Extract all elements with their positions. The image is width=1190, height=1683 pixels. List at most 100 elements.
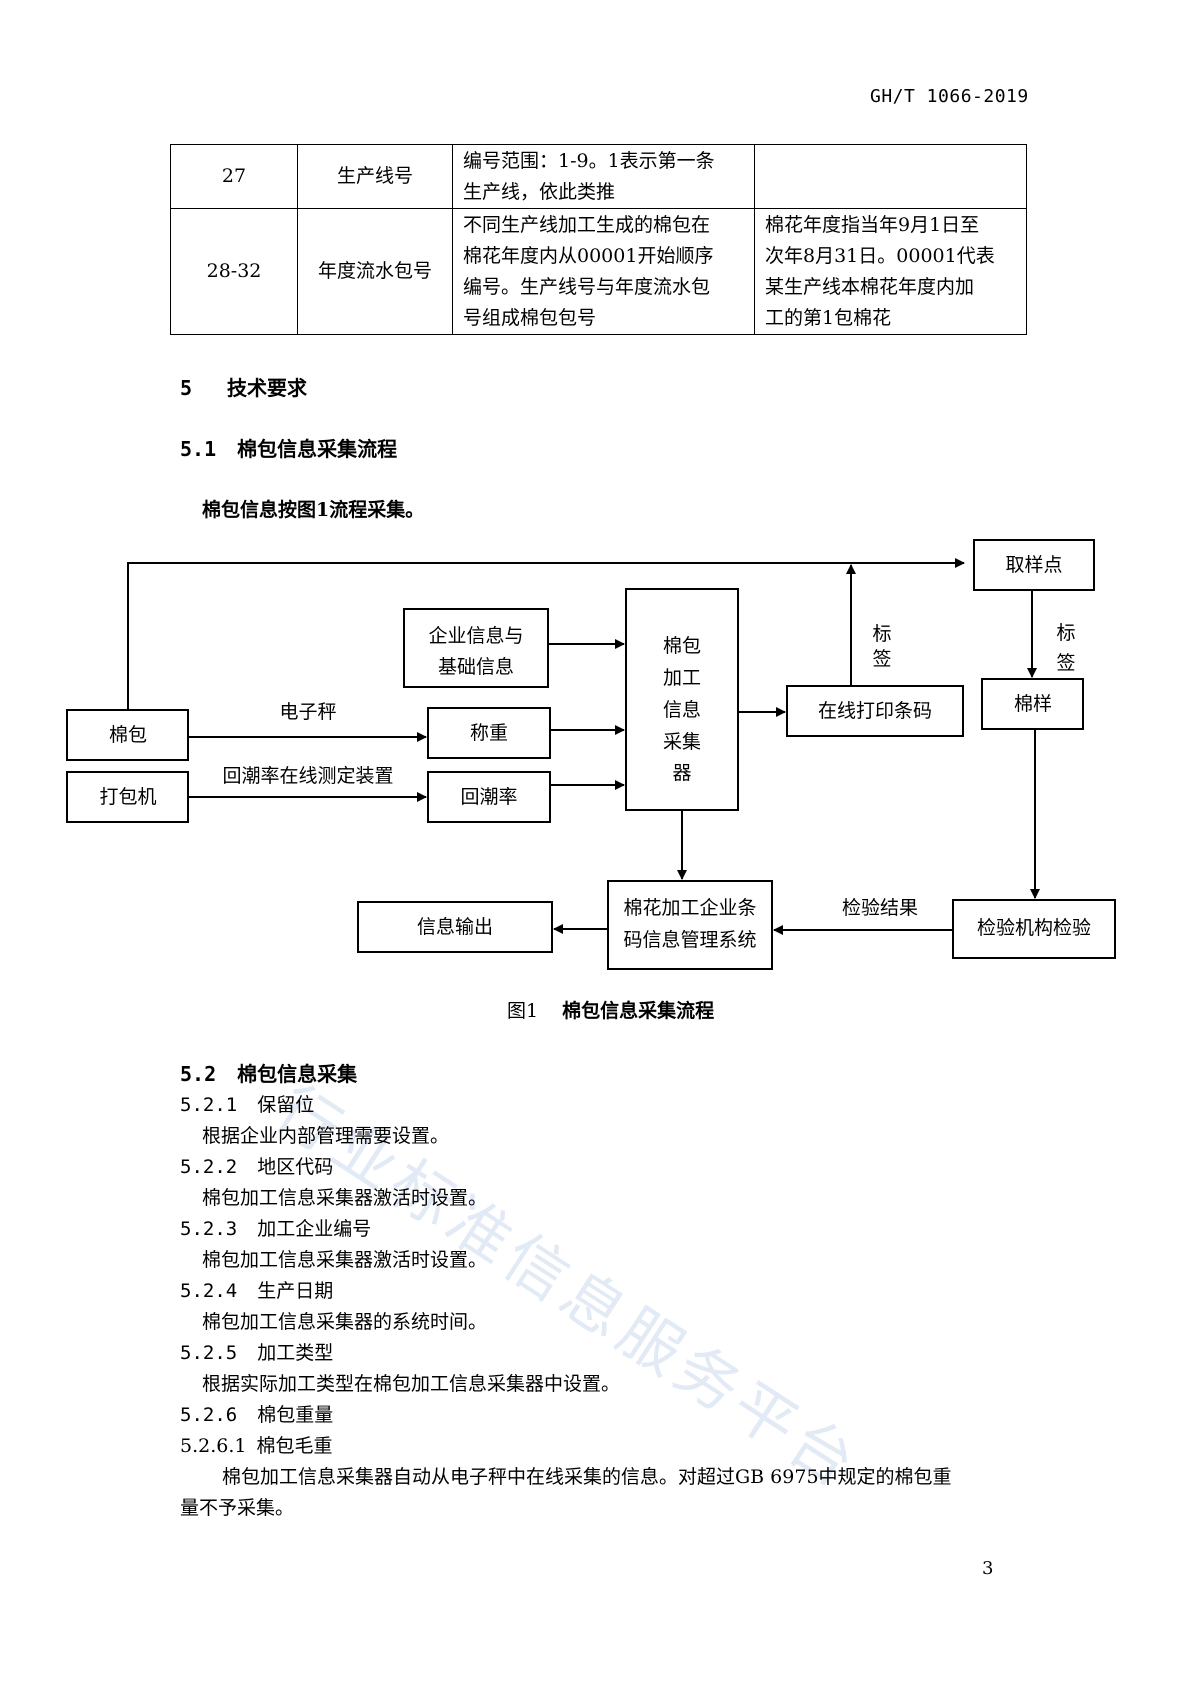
sampling-point-label: 取样点 <box>1005 554 1062 576</box>
subsection-title: 加工类型 <box>257 1342 334 1364</box>
tag-label: 签 <box>872 648 891 670</box>
subsection-heading: 5.2.5 加工类型 <box>180 1338 333 1365</box>
table-cell-line: 棉花年度指当年9月1日至 <box>765 213 980 236</box>
moisture-device-label: 回潮率在线测定装置 <box>222 765 393 787</box>
table-cell-line: 某生产线本棉花年度内加 <box>765 275 975 298</box>
sampling-point-box <box>973 539 1095 591</box>
figure-caption: 图1 棉包信息采集流程 <box>507 996 714 1023</box>
paragraph: 根据实际加工类型在棉包加工信息采集器中设置。 <box>202 1373 621 1395</box>
subsection-heading: 5.2.1 保留位 <box>180 1090 314 1117</box>
tag-label: 标 <box>872 623 891 645</box>
flowchart: 取样点 企业信息与 基础信息 棉包 加工 信息 采集 器 棉包 称重 在线打印条… <box>66 539 1116 970</box>
baler-label: 打包机 <box>99 786 156 808</box>
subsection-title: 保留位 <box>257 1094 315 1116</box>
info-output-box <box>357 901 553 953</box>
tag-label: 签 <box>1056 652 1075 674</box>
subsubsection-title: 棉包毛重 <box>256 1435 333 1457</box>
table-cell-line: 编号。生产线号与年度流水包 <box>463 275 711 298</box>
collector-label: 信息 <box>663 699 701 721</box>
table-cell-desc: 编号范围：1-9。1表示第一条 生产线，依此类推 <box>452 144 755 209</box>
mgmt-system-box <box>607 880 773 970</box>
subsection-number: 5.2.1 <box>180 1094 238 1116</box>
table-row: 28-32 年度流水包号 不同生产线加工生成的棉包在 棉花年度内从00001开始… <box>170 208 1027 335</box>
paragraph: 棉包加工信息采集器的系统时间。 <box>202 1311 488 1333</box>
section-title: 技术要求 <box>227 376 308 400</box>
subsection-heading: 5.2.4 生产日期 <box>180 1276 333 1303</box>
subsubsection-heading: 5.2.6.1 棉包毛重 <box>180 1431 333 1458</box>
collector-label: 棉包 <box>663 635 701 657</box>
paragraph: 棉包加工信息采集器激活时设置。 <box>202 1249 488 1271</box>
subsection-heading: 5.2.6 棉包重量 <box>180 1400 333 1427</box>
table-cell-line: 棉花年度内从00001开始顺序 <box>463 244 714 267</box>
table-cell-note <box>754 144 1027 209</box>
mgmt-system-label: 码信息管理系统 <box>623 929 756 951</box>
bale-to-sampling-arrow <box>127 558 965 710</box>
collector-label: 采集 <box>663 731 701 753</box>
subsection-number: 5.2.4 <box>180 1280 238 1302</box>
table-cell-name: 年度流水包号 <box>297 208 453 335</box>
section-title: 棉包信息采集流程 <box>237 437 398 461</box>
paragraph: 棉包加工信息采集器激活时设置。 <box>202 1187 488 1209</box>
subsection-number: 5.2.2 <box>180 1156 238 1178</box>
section-heading: 5.1 棉包信息采集流程 <box>180 433 397 462</box>
paragraph: 根据企业内部管理需要设置。 <box>202 1125 450 1147</box>
weighing-box <box>427 707 551 759</box>
table-cell-desc: 不同生产线加工生成的棉包在 棉花年度内从00001开始顺序 编号。生产线号与年度… <box>452 208 755 335</box>
subsection-title: 地区代码 <box>257 1156 334 1178</box>
table-cell-no: 27 <box>170 144 298 209</box>
subsection-title: 加工企业编号 <box>257 1218 372 1240</box>
moisture-regain-box <box>427 771 551 823</box>
enterprise-info-label: 基础信息 <box>438 656 514 678</box>
section-title: 棉包信息采集 <box>237 1062 358 1086</box>
section-number: 5.2 <box>180 1062 217 1086</box>
weighing-label: 称重 <box>470 722 508 744</box>
table-cell-line: 不同生产线加工生成的棉包在 <box>463 213 711 236</box>
print-barcode-box <box>786 685 964 737</box>
bale-label: 棉包 <box>109 724 147 746</box>
info-output-label: 信息输出 <box>417 916 493 938</box>
table-cell-line: 号组成棉包包号 <box>463 306 597 329</box>
figure-title: 棉包信息采集流程 <box>562 1000 715 1022</box>
section-number: 5 <box>180 376 193 400</box>
page-number: 3 <box>982 1558 994 1579</box>
table-cell-note: 棉花年度指当年9月1日至 次年8月31日。00001代表 某生产线本棉花年度内加… <box>754 208 1027 335</box>
subsection-number: 5.2.5 <box>180 1342 238 1364</box>
subsection-heading: 5.2.2 地区代码 <box>180 1152 333 1179</box>
tag-label: 标 <box>1056 622 1075 644</box>
inspection-result-label: 检验结果 <box>842 897 918 919</box>
print-barcode-label: 在线打印条码 <box>818 700 932 722</box>
section-number: 5.1 <box>180 437 217 461</box>
section-heading: 5.2 棉包信息采集 <box>180 1058 357 1087</box>
subsection-title: 生产日期 <box>257 1280 334 1302</box>
section-heading: 5 技术要求 <box>180 372 307 401</box>
e-scale-label: 电子秤 <box>279 701 336 723</box>
cotton-sample-box <box>981 678 1084 730</box>
subsection-number: 5.2.6 <box>180 1404 238 1426</box>
table-cell-line: 次年8月31日。00001代表 <box>765 244 995 267</box>
intro-text: 棉包信息按图1流程采集。 <box>202 499 425 521</box>
table-cell-line: 工的第1包棉花 <box>765 306 892 329</box>
enterprise-info-box <box>403 608 549 688</box>
enterprise-info-label: 企业信息与 <box>428 625 523 647</box>
code-structure-table: 27 生产线号 编号范围：1-9。1表示第一条 生产线，依此类推 28-32 年… <box>170 144 1027 335</box>
table-cell-line: 编号范围：1-9。1表示第一条 <box>463 149 715 172</box>
inspection-label: 检验机构检验 <box>977 917 1091 939</box>
paragraph: 量不予采集。 <box>180 1497 295 1519</box>
document-code: GH/T 1066-2019 <box>870 86 1029 107</box>
subsection-number: 5.2.3 <box>180 1218 238 1240</box>
table-cell-line: 生产线，依此类推 <box>463 180 616 203</box>
mgmt-system-label: 棉花加工企业条 <box>623 897 756 919</box>
figure-number: 图1 <box>507 1000 539 1022</box>
moisture-regain-label: 回潮率 <box>460 786 517 808</box>
table-cell-name: 生产线号 <box>297 144 453 209</box>
cotton-sample-label: 棉样 <box>1014 693 1052 715</box>
subsubsection-number: 5.2.6.1 <box>180 1435 247 1457</box>
subsection-heading: 5.2.3 加工企业编号 <box>180 1214 371 1241</box>
subsection-title: 棉包重量 <box>257 1404 334 1426</box>
table-row: 27 生产线号 编号范围：1-9。1表示第一条 生产线，依此类推 <box>170 144 1027 209</box>
collector-label: 器 <box>672 762 691 784</box>
paragraph: 棉包加工信息采集器自动从电子秤中在线采集的信息。对超过GB 6975中规定的棉包… <box>222 1466 952 1488</box>
table-cell-no: 28-32 <box>170 208 298 335</box>
collector-label: 加工 <box>663 667 701 689</box>
